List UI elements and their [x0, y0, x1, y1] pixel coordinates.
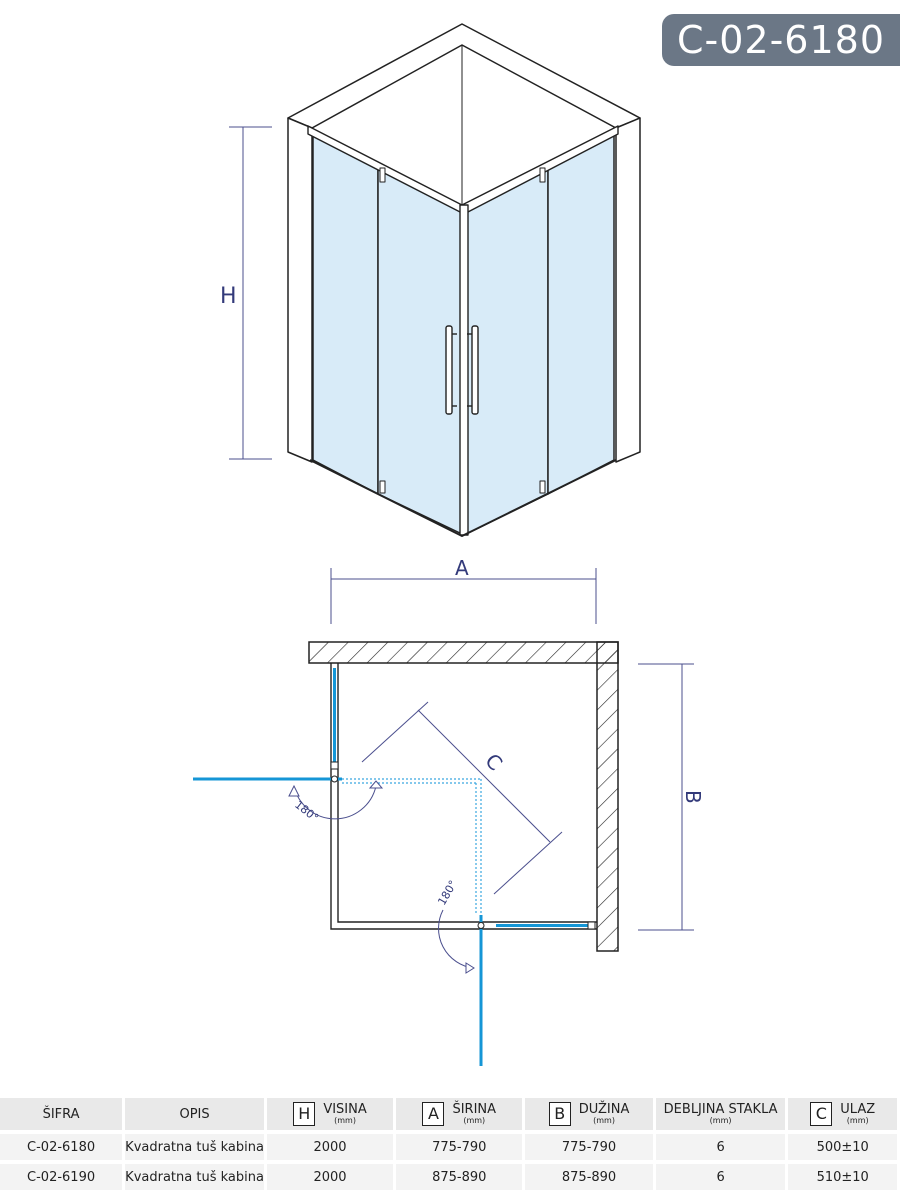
width-label: A	[455, 556, 469, 580]
cell-visina: 2000	[266, 1134, 397, 1160]
table-header-row: ŠIFRA OPIS H VISINA(mm) A ŠIRINA(mm) B D…	[0, 1098, 900, 1130]
cell-ulaz: 500±10	[788, 1134, 900, 1160]
isometric-view	[287, 23, 641, 537]
cell-debljina: 6	[655, 1134, 789, 1160]
height-dimension	[229, 126, 272, 460]
closed-door-positions	[342, 778, 482, 915]
right-fixed-glass	[547, 133, 615, 495]
left-door-angle-label: 180°	[292, 798, 321, 825]
h-letter-box: H	[293, 1102, 316, 1126]
left-fixed-glass	[312, 133, 379, 495]
cell-visina: 2000	[266, 1164, 397, 1190]
right-wall	[615, 117, 641, 463]
header-sifra: ŠIFRA	[0, 1098, 126, 1130]
technical-drawing: H A B	[193, 23, 705, 1066]
cell-debljina: 6	[655, 1164, 789, 1190]
left-wall	[287, 117, 313, 463]
header-duzina: B DUŽINA(mm)	[525, 1098, 656, 1130]
a-letter-box: A	[422, 1102, 445, 1126]
height-label: H	[220, 284, 237, 309]
cell-sifra: C-02-6190	[0, 1164, 126, 1190]
header-visina: H VISINA(mm)	[266, 1098, 397, 1130]
cell-sirina: 875-890	[396, 1164, 526, 1190]
c-letter-box: C	[810, 1102, 833, 1126]
swing-arcs	[288, 780, 475, 974]
plan-frame	[330, 663, 597, 930]
header-sirina: A ŠIRINA(mm)	[396, 1098, 526, 1130]
left-handle	[445, 325, 457, 415]
back-wall-outline	[287, 23, 641, 129]
cell-ulaz: 510±10	[788, 1164, 900, 1190]
cell-duzina: 875-890	[525, 1164, 656, 1190]
header-opis: OPIS	[125, 1098, 267, 1130]
cell-sifra: C-02-6180	[0, 1134, 126, 1160]
bottom-door-angle-label: 180°	[435, 878, 460, 907]
width-dimension	[330, 568, 597, 624]
cell-duzina: 775-790	[525, 1134, 656, 1160]
b-letter-box: B	[548, 1102, 571, 1126]
cell-opis: Kvadratna tuš kabina	[125, 1134, 267, 1160]
entrance-dimension	[361, 701, 563, 895]
length-label: B	[681, 790, 705, 804]
table-row: C-02-6180 Kvadratna tuš kabina 2000 775-…	[0, 1134, 900, 1160]
plan-walls	[308, 641, 619, 952]
entrance-label: C	[480, 749, 507, 776]
header-ulaz: C ULAZ(mm)	[788, 1098, 900, 1130]
header-debljina: DEBLJINA STAKLA(mm)	[655, 1098, 789, 1130]
cell-opis: Kvadratna tuš kabina	[125, 1164, 267, 1190]
right-handle	[467, 325, 479, 415]
product-code-badge: C-02-6180	[662, 14, 900, 66]
spec-table: ŠIFRA OPIS H VISINA(mm) A ŠIRINA(mm) B D…	[0, 1094, 900, 1194]
table-row: C-02-6190 Kvadratna tuš kabina 2000 875-…	[0, 1164, 900, 1190]
cell-sirina: 775-790	[396, 1134, 526, 1160]
length-dimension	[638, 663, 694, 931]
